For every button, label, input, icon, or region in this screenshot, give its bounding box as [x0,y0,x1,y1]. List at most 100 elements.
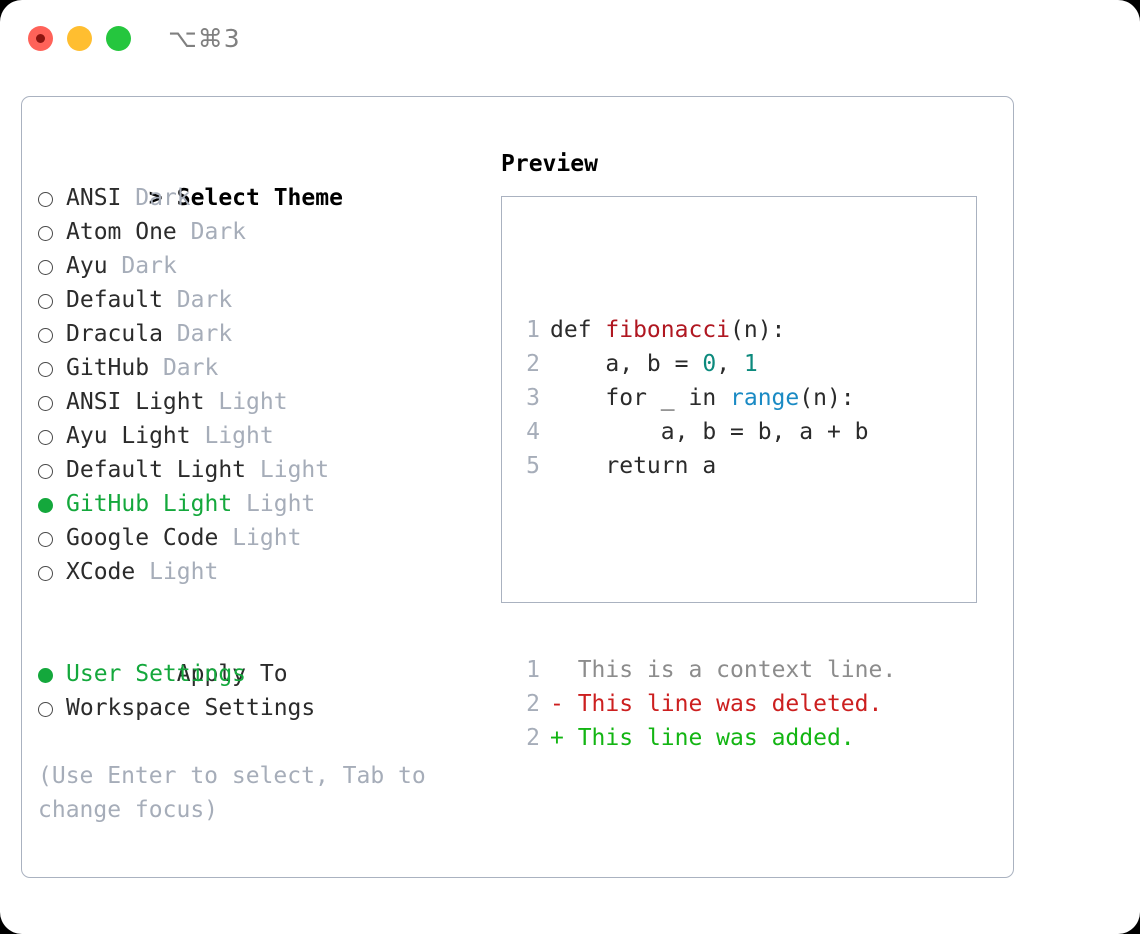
apply-to-label: Apply To [176,661,288,687]
radio-unselected-icon[interactable] [38,181,66,215]
theme-variant-tag: Light [259,457,330,483]
code-token-plain: def [550,317,606,343]
theme-list-item[interactable]: GitHub Light Light [38,487,468,521]
apply-to-option-label: User Settings [66,661,247,687]
theme-variant-tag: Dark [176,287,233,313]
diff-sign: - [550,691,578,717]
minimize-button-icon[interactable] [67,26,92,51]
theme-name: GitHub Light [66,491,233,517]
theme-list-item[interactable]: ANSI Dark [38,181,468,215]
code-token-num: 1 [743,351,758,377]
diff-line-number: 2 [526,691,540,717]
traffic-light-buttons [28,26,131,51]
radio-dot-icon [38,566,53,581]
theme-name: GitHub [66,355,150,381]
theme-variant-tag: Light [218,389,288,415]
theme-list-item[interactable]: XCode Light [38,555,468,589]
theme-list-item[interactable]: Google Code Light [38,521,468,555]
code-line-number: 1 [526,317,540,343]
radio-dot-icon [38,294,53,309]
diff-text: This line was added. [577,725,855,751]
title-bar: ⌥⌘3 [0,0,1140,78]
radio-dot-icon [38,430,53,445]
code-token-plain: (n): [799,385,855,411]
preview-title: Preview [501,151,598,177]
theme-list-item[interactable]: Dracula Dark [38,317,468,351]
theme-list-item[interactable]: Ayu Dark [38,249,468,283]
heading-caret-icon: > [148,185,163,211]
theme-list-item[interactable]: Ayu Light Light [38,419,468,453]
code-line-number: 3 [526,385,540,411]
code-line: 3 for _ in range(n): [518,381,896,415]
radio-unselected-icon[interactable] [38,249,66,283]
radio-unselected-icon[interactable] [38,555,66,589]
code-token-plain: , [716,351,744,377]
radio-selected-icon[interactable] [38,657,66,691]
close-button-icon[interactable] [28,26,53,51]
radio-dot-icon [38,702,53,717]
radio-unselected-icon[interactable] [38,419,66,453]
radio-dot-icon [38,464,53,479]
theme-name: Google Code [66,525,219,551]
theme-list-item[interactable]: GitHub Dark [38,351,468,385]
maximize-button-icon[interactable] [106,26,131,51]
theme-list-item[interactable]: Default Light Light [38,453,468,487]
radio-unselected-icon[interactable] [38,453,66,487]
theme-variant-tag: Light [232,525,302,551]
diff-line: 2- This line was deleted. [518,687,896,721]
radio-unselected-icon[interactable] [38,351,66,385]
theme-variant-tag: Dark [135,185,191,211]
theme-list-item[interactable]: ANSI Light Light [38,385,468,419]
diff-sign: + [550,725,578,751]
apply-to-heading: Apply To [38,623,468,687]
hint-spacer [38,725,468,759]
radio-unselected-icon[interactable] [38,691,66,725]
radio-dot-icon [38,192,53,207]
radio-dot-icon [38,668,53,683]
code-token-plain: return a [550,453,717,479]
apply-to-option[interactable]: User Settings [38,657,468,691]
code-line-number: 2 [526,351,540,377]
theme-name: Ayu [66,253,108,279]
code-token-num: 0 [702,351,717,377]
radio-unselected-icon[interactable] [38,317,66,351]
code-line: 2 a, b = 0, 1 [518,347,896,381]
code-line-number: 5 [526,453,540,479]
code-token-fn: fibonacci [605,317,731,343]
keyboard-hint: (Use Enter to select, Tab to change focu… [38,759,458,827]
select-theme-heading: > Select Theme [38,147,468,211]
apply-to-option[interactable]: Workspace Settings [38,691,468,725]
theme-name: Atom One [66,219,177,245]
radio-unselected-icon[interactable] [38,385,66,419]
code-token-plain: for _ in [550,385,731,411]
radio-dot-icon [38,396,53,411]
theme-name: Ayu Light [66,423,191,449]
radio-unselected-icon[interactable] [38,215,66,249]
hint-line-1: (Use Enter to select, Tab to [38,763,426,789]
radio-dot-icon [38,498,53,513]
apply-to-option-label: Workspace Settings [66,695,316,721]
diff-line: 2 + This line was added. [518,721,896,755]
radio-unselected-icon[interactable] [38,521,66,555]
theme-list-item[interactable]: Default Dark [38,283,468,317]
select-theme-heading-label: Select Theme [176,185,343,211]
code-diff-separator [518,551,896,585]
radio-selected-icon[interactable] [38,487,66,521]
theme-list-item[interactable]: Atom One Dark [38,215,468,249]
code-line: 5 return a [518,449,896,483]
diff-line-number: 2 [526,725,540,751]
theme-name: Default Light [66,457,247,483]
theme-name: Dracula [66,321,163,347]
theme-name: XCode [66,559,136,585]
radio-unselected-icon[interactable] [38,283,66,317]
diff-text: This is a context line. [577,657,897,683]
theme-variant-tag: Dark [190,219,247,245]
list-spacer [38,589,468,623]
keyboard-shortcut-label: ⌥⌘3 [168,24,241,53]
